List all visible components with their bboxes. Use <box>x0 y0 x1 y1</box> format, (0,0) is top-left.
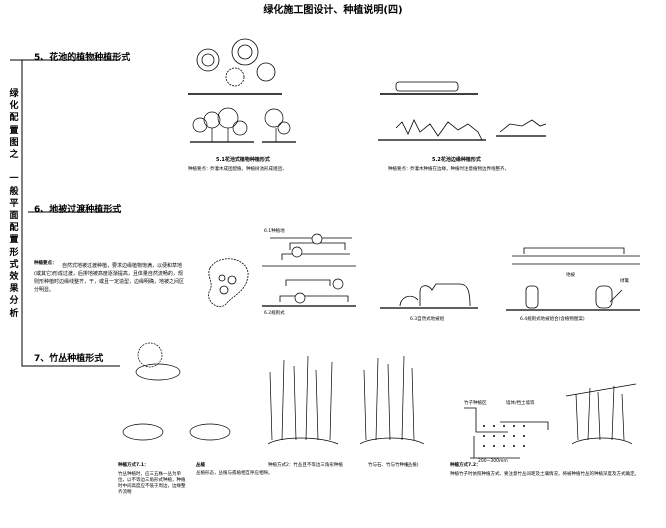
fig51-plan-symbols <box>188 38 282 95</box>
fig71-label: 种植方式7.1： <box>118 463 149 468</box>
side-title-char: 形 <box>9 247 19 258</box>
side-title-char: 之 <box>9 150 19 161</box>
fig51-caption: 5.1花池式植物种植形式 <box>216 157 270 163</box>
fig61-62-sections <box>262 237 356 307</box>
side-title-char: 平 <box>9 198 19 209</box>
side-title-char: 图 <box>9 137 19 148</box>
fig71-sub-note: 丛植形态，丛植与孤植相互呼应相映。 <box>196 471 273 476</box>
fig72-dim: 200~300mm <box>478 459 508 464</box>
side-title-char: 置 <box>9 125 19 136</box>
fig51-note: 乔灌木成团配植，种植树池形成组团， <box>210 167 287 172</box>
side-title-char: 分 <box>9 296 19 307</box>
side-title: 绿化配置图之 一般平面配置形式效果分析 <box>8 88 20 320</box>
fig72-planter <box>464 407 549 459</box>
fig72-dots <box>483 425 525 447</box>
side-title-char: 化 <box>9 101 19 112</box>
fig52-note-label: 种植要点： <box>388 167 411 172</box>
side-title-char: 般 <box>9 186 19 197</box>
fig71-sub-label: 丛植 <box>196 463 205 468</box>
fig52-caption: 5.2花池边缘种植形式 <box>432 157 481 163</box>
fig72-planter-label: 竹子种植区 <box>464 401 487 406</box>
fig64-drawing <box>506 247 640 311</box>
fig71-note: 竹丛种植时，应三五株一丛为单位，以不等边三角形式种植，种植时中间高度应不低于周边… <box>118 472 186 495</box>
fig72-wall-label: 墙体/挡土墙等 <box>506 401 535 406</box>
fig51-elevation <box>190 107 296 143</box>
fig72-label: 种植方式7.2： <box>450 463 481 468</box>
side-title-char: 效 <box>9 272 19 283</box>
fig63-label: 6.3自然式地被组 <box>410 317 445 322</box>
sec6-note: 自然式地被过渡种植，要求边缘植物饱满，以便和草地(或其它)形成过渡，后排地被高度… <box>34 263 185 293</box>
page-title: 绿化施工图设计、种植说明(四) <box>263 5 403 16</box>
fig72-note: 种植竹子时依照种植方式、要注意竹丛间距及土壤情况，将被种植竹丛的种植深度及方式确… <box>450 472 639 477</box>
fig61-plan <box>208 258 249 307</box>
fig52-note: 乔灌木种植在边缘，种植时注意植物边界线整齐， <box>410 167 509 172</box>
side-title-char: 配 <box>9 223 19 234</box>
figc-label: 竹与石、竹与竹种植 <box>368 463 409 468</box>
fig64-tag2: 绿篱 <box>620 279 629 284</box>
fig51-note-label: 种植要点： <box>188 167 211 172</box>
figb-label: 种植方式2：竹丛且不等边三角形种植 <box>268 463 343 468</box>
side-title-char: 式 <box>9 259 19 270</box>
fig64-tag: 地被 <box>566 273 575 278</box>
sec6-note-label: 种植要点： <box>34 261 57 266</box>
section-6-heading: 6、地被过渡种植形式 <box>34 205 122 215</box>
side-title-char: 一 <box>9 174 19 185</box>
figc-circle: (丛植) <box>406 463 419 468</box>
side-title-char: 果 <box>9 284 19 295</box>
section-7-heading: 7、竹丛种植形式 <box>34 354 104 364</box>
fig63-drawing <box>380 283 478 309</box>
fig64-label: 6.4规则式地被组合(含植物图案) <box>520 317 585 322</box>
bamboo-clumps <box>122 342 637 445</box>
side-title-char: 绿 <box>9 89 19 99</box>
fig62-label: 6.2规则式 <box>264 311 285 316</box>
fig52-drawing <box>378 81 547 141</box>
fig61-circles <box>291 233 344 304</box>
side-title-char: 置 <box>9 235 19 246</box>
side-title-char: 面 <box>9 211 19 222</box>
left-bracket <box>10 59 120 367</box>
side-title-char: 配 <box>9 113 19 124</box>
fig61-label: 6.1种植地 <box>264 229 285 234</box>
section-5-heading: 5、花池的植物种植形式 <box>34 53 131 63</box>
side-title-char: 析 <box>9 308 19 319</box>
